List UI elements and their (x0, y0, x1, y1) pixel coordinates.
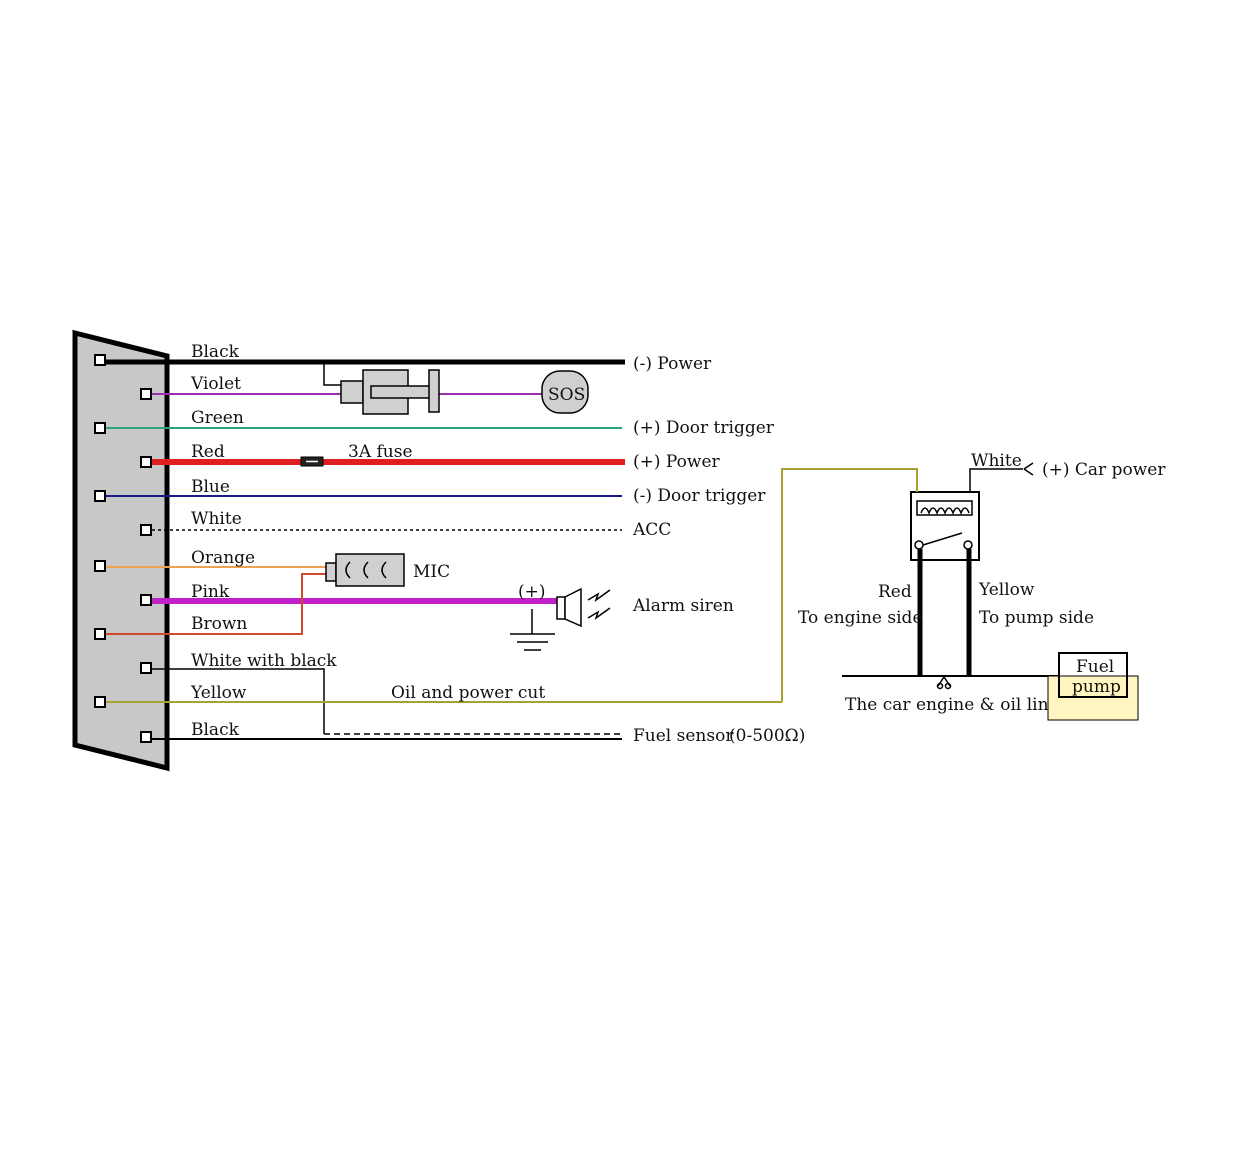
connector-pin (140, 388, 152, 400)
relay-engine-side-label: To engine side (798, 608, 923, 628)
wire-label-blue: Blue (191, 477, 230, 497)
relay-yellow-label: Yellow (978, 580, 1035, 600)
oil-cut-label: Oil and power cut (391, 683, 545, 703)
sos-label: SOS (548, 385, 585, 405)
fuse-label: 3A fuse (348, 442, 413, 462)
fuel-pump-label-line2: pump (1072, 677, 1121, 697)
wire-label-yellow: Yellow (190, 683, 247, 703)
connector-housing (72, 329, 170, 772)
terminal-fuel-sensor-range: (0-500Ω) (729, 726, 805, 746)
wire-brown (100, 573, 326, 635)
terminal-power-pos: (+) Power (633, 452, 721, 472)
wire-label-pink: Pink (191, 582, 230, 602)
microphone (325, 553, 405, 587)
wire-sos-ground (323, 362, 341, 386)
relay-pump-side-label: To pump side (979, 608, 1094, 628)
connector-pin (140, 594, 152, 606)
connector-pin (94, 490, 106, 502)
connector-pin (140, 731, 152, 743)
connector-pin (94, 628, 106, 640)
relay-white-label: White (971, 451, 1022, 471)
wire-label-white: White (191, 509, 242, 529)
terminal-door-trigger-neg: (-) Door trigger (633, 486, 766, 506)
fuel-pump: Fuel pump (1047, 652, 1139, 721)
connector-pin (94, 696, 106, 708)
wire-label-brown: Brown (191, 614, 247, 634)
sos-button: SOS (340, 369, 589, 415)
relay-car-power-label: (+) Car power (1042, 460, 1166, 480)
connector-pin (140, 524, 152, 536)
connector-pin (140, 456, 152, 468)
fuel-pump-label-line1: Fuel (1076, 657, 1114, 677)
terminal-acc: ACC (632, 520, 671, 540)
connector-pin (140, 662, 152, 674)
wire-label-white-with-black: White with black (191, 651, 337, 671)
mic-label: MIC (413, 562, 450, 582)
alarm-siren-icon (510, 587, 611, 651)
relay (781, 462, 1060, 702)
pin-group (94, 354, 152, 743)
wire-group (100, 359, 782, 740)
connector-pin (94, 422, 106, 434)
terminal-alarm-siren: Alarm siren (632, 596, 734, 616)
wire-label-black-2: Black (191, 720, 240, 740)
wire-label-red: Red (191, 442, 225, 462)
fuse (300, 456, 324, 467)
siren-polarity-label: (+) (518, 582, 546, 602)
engine-oil-line-label: The car engine & oil line (845, 695, 1059, 715)
wire-label-green: Green (191, 408, 244, 428)
wire-label-violet: Violet (190, 374, 241, 394)
wire-white-with-black (146, 668, 325, 734)
terminal-door-trigger-pos: (+) Door trigger (633, 418, 775, 438)
wire-label-orange: Orange (191, 548, 255, 568)
wire-label-black-1: Black (191, 342, 240, 362)
connector-pin (94, 354, 106, 366)
wire-label-group: Black Violet Green Red Blue White Orange… (190, 342, 337, 740)
terminal-fuel-sensor: Fuel sensor (633, 726, 734, 746)
relay-red-label: Red (878, 582, 912, 602)
terminal-power-neg: (-) Power (633, 354, 712, 374)
connector-pin (94, 560, 106, 572)
